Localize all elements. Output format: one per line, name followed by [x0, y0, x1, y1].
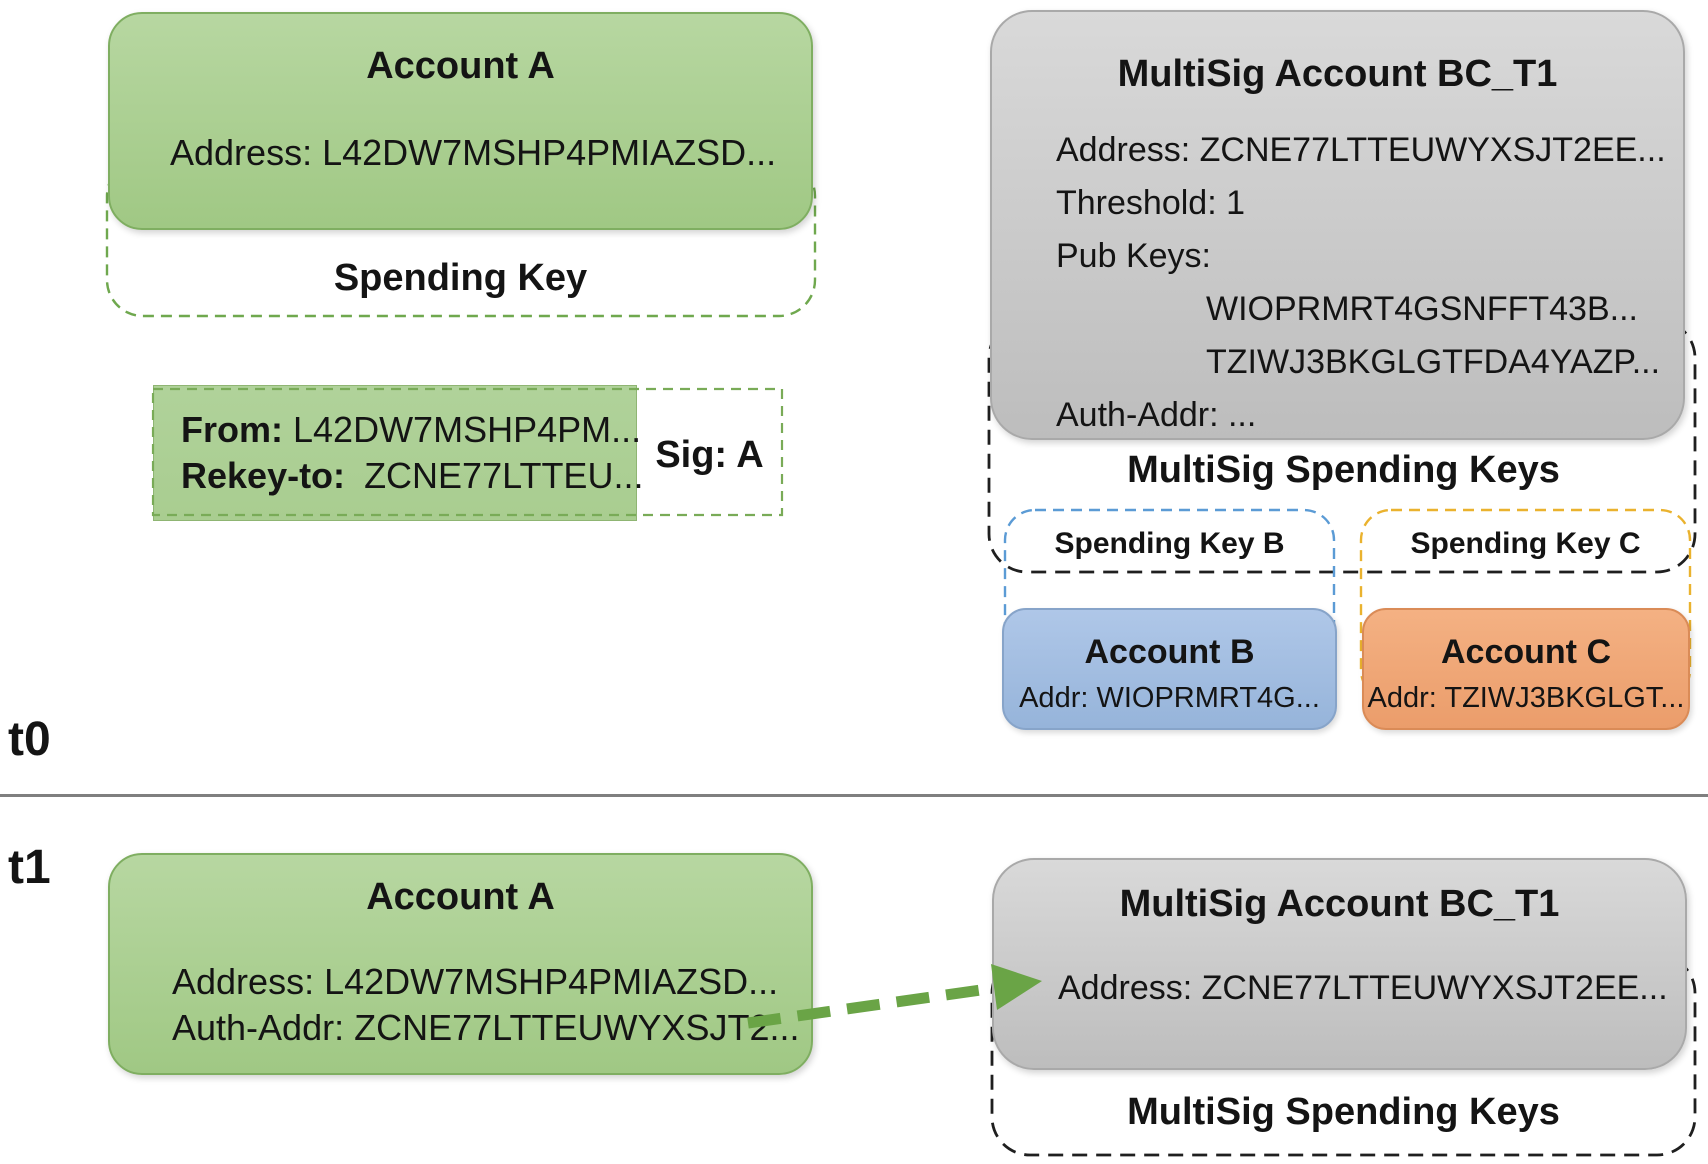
time-t1-label: t1	[8, 841, 51, 894]
multisig-title-t0: MultiSig Account BC_T1	[1117, 53, 1558, 95]
multisig-auth-addr: Auth-Addr: ...	[1056, 396, 1257, 434]
account-a-box-t1: Account A Address: L42DW7MSHP4PMIAZSD...…	[108, 853, 813, 1075]
multisig-address-t1: Address: ZCNE77LTTEUWYXSJT2EE...	[1058, 969, 1668, 1007]
spending-key-dashed-box	[105, 158, 817, 318]
rekey-transaction-box: From: L42DW7MSHP4PM... Rekey-to: ZCNE77L…	[153, 385, 643, 521]
spending-key-b-label: Spending Key B	[1054, 527, 1285, 560]
multisig-spending-keys-label-t0: MultiSig Spending Keys	[1127, 449, 1560, 491]
multisig-pubkey-2: TZIWJ3BKGLGTFDA4YAZP...	[1206, 343, 1661, 381]
account-c-address: Addr: TZIWJ3BKGLGT...	[1367, 682, 1685, 714]
multisig-address-t0: Address: ZCNE77LTTEUWYXSJT2EE...	[1056, 131, 1666, 169]
multisig-pubkeys-label: Pub Keys:	[1056, 237, 1211, 275]
account-b-address: Addr: WIOPRMRT4G...	[1019, 682, 1320, 714]
account-a-box-t0: Account A Address: L42DW7MSHP4PMIAZSD...	[108, 12, 813, 230]
tx-from-line: From: L42DW7MSHP4PM...	[154, 407, 641, 453]
timeline-divider	[0, 794, 1708, 797]
tx-from-value: L42DW7MSHP4PM...	[293, 409, 642, 450]
account-a-details-t1: Address: L42DW7MSHP4PMIAZSD... Auth-Addr…	[110, 959, 811, 1051]
account-a-address-t1: Address: L42DW7MSHP4PMIAZSD...	[172, 961, 779, 1002]
account-a-auth-addr-t1: Auth-Addr: ZCNE77LTTEUWYXSJT2...	[172, 1007, 800, 1048]
tx-rekey-label: Rekey-to:	[181, 455, 346, 496]
multisig-account-box-t1: MultiSig Account BC_T1 Address: ZCNE77LT…	[992, 858, 1687, 1070]
spending-key-label: Spending Key	[333, 257, 588, 299]
multisig-details-t0: Address: ZCNE77LTTEUWYXSJT2EE... Thresho…	[992, 124, 1683, 442]
multisig-account-box-t0: MultiSig Account BC_T1 Address: ZCNE77LT…	[990, 10, 1685, 440]
spending-key-b-dashed-box	[1003, 508, 1336, 702]
multisig-threshold: Threshold: 1	[1056, 184, 1245, 222]
account-c-box: Account C Addr: TZIWJ3BKGLGT...	[1362, 608, 1690, 730]
account-b-title: Account B	[1084, 633, 1255, 671]
account-a-title-t0: Account A	[366, 45, 555, 87]
account-a-title-t1: Account A	[366, 876, 555, 918]
tx-from-label: From:	[181, 409, 283, 450]
multisig-pubkey-1: WIOPRMRT4GSNFFT43B...	[1206, 290, 1638, 328]
spending-key-c-dashed-box	[1359, 508, 1692, 702]
account-c-title: Account C	[1441, 633, 1611, 671]
multisig-spending-keys-label-t1: MultiSig Spending Keys	[1127, 1091, 1560, 1133]
signature-a-label: Sig: A	[655, 434, 764, 476]
account-b-box: Account B Addr: WIOPRMRT4G...	[1002, 608, 1337, 730]
spending-key-c-label: Spending Key C	[1410, 527, 1641, 560]
multisig-title-t1: MultiSig Account BC_T1	[1119, 883, 1560, 925]
account-a-address-t0: Address: L42DW7MSHP4PMIAZSD...	[170, 132, 777, 173]
tx-rekey-value: ZCNE77LTTEU...	[364, 455, 644, 496]
tx-rekey-line: Rekey-to: ZCNE77LTTEU...	[154, 453, 643, 499]
time-t0-label: t0	[8, 713, 51, 766]
